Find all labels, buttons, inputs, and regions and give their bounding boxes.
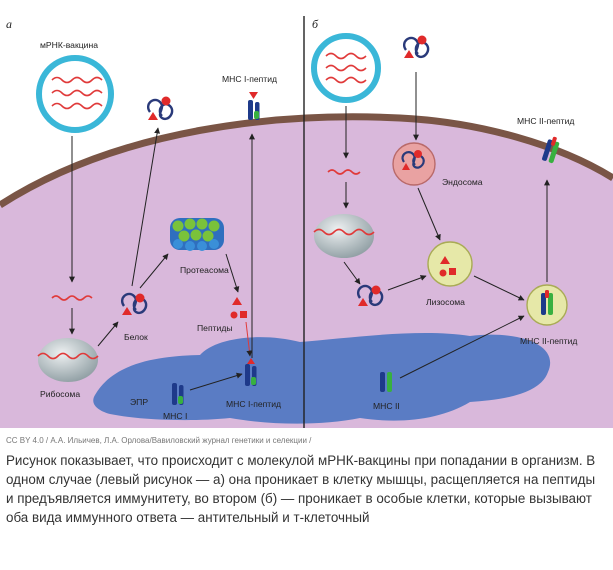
mhc1-peptide-surface xyxy=(248,92,260,120)
er-label: ЭПР xyxy=(130,397,148,407)
proteasome xyxy=(170,218,224,251)
vaccine-label: мРНК-вакцина xyxy=(40,40,98,50)
mhc2-peptide-vesicle xyxy=(526,284,568,326)
free-mrna-b xyxy=(327,169,361,175)
mrna-vaccine-diagram: а б мРНК-вакцина Рибосома Белок xyxy=(0,16,613,428)
mhc2-peptide-top-label: МНС II-пептид xyxy=(517,116,574,126)
mhc1-label: МНС I xyxy=(163,411,187,421)
panel-a-letter: а xyxy=(6,17,12,31)
image-credit: CC BY 4.0 / А.А. Ильичев, Л.А. Орлова/Ва… xyxy=(6,436,312,445)
mhc2-peptide-surface xyxy=(542,136,560,164)
ribosome-a xyxy=(37,338,99,382)
endoplasmic-reticulum xyxy=(93,332,551,424)
mrna-vaccine-particle-b xyxy=(311,33,381,103)
mhc1-peptide-top-label: МНС I-пептид xyxy=(222,74,277,84)
panel-b-letter: б xyxy=(312,17,319,31)
ribosome-label: Рибосома xyxy=(40,389,80,399)
peptide-fragments-a xyxy=(230,297,247,319)
peptides-label: Пептиды xyxy=(197,323,233,333)
protein-entering-b xyxy=(402,35,430,59)
ribosome-b xyxy=(313,214,375,258)
mhc2-molecule xyxy=(380,372,392,392)
protein-a xyxy=(120,292,148,315)
endosome-label: Эндосома xyxy=(442,177,483,187)
protein-exported-a xyxy=(146,96,174,121)
cell-membrane xyxy=(0,113,613,208)
free-mrna-a xyxy=(51,295,93,301)
mrna-vaccine-particle xyxy=(36,55,114,133)
protein-b xyxy=(356,284,384,307)
protein-label: Белок xyxy=(124,332,148,342)
lysosome xyxy=(427,241,473,287)
mhc1-peptide-er-label: МНС I-пептид xyxy=(226,399,281,409)
mhc1-molecule xyxy=(172,383,184,405)
proteasome-label: Протеасома xyxy=(180,265,229,275)
lysosome-label: Лизосома xyxy=(426,297,465,307)
figure-caption: Рисунок показывает, что происходит с мол… xyxy=(6,453,596,525)
mhc2-label: МНС II xyxy=(373,401,400,411)
endosome xyxy=(392,142,436,186)
mhc2-peptide-label: МНС II-пептид xyxy=(520,336,577,346)
mhc1-peptide-complex-er xyxy=(245,358,257,386)
